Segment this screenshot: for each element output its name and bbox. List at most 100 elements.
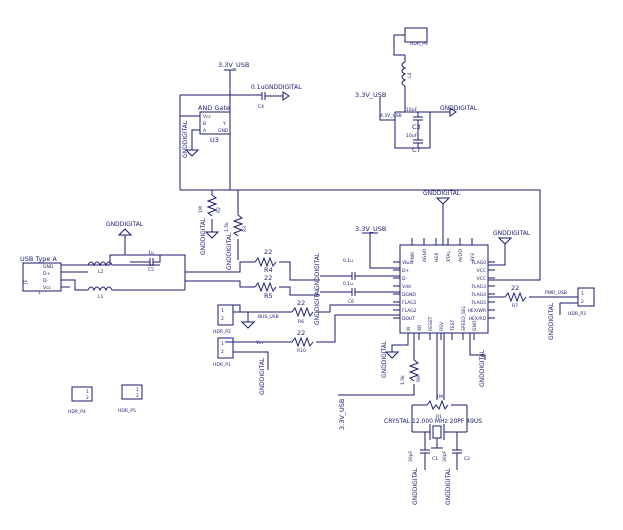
svg-text:L4: L4 [407, 72, 413, 78]
gnd-label-c1: GNDDIGITAL [412, 467, 419, 505]
ic-right-pin-label: FLAG3 [471, 284, 486, 290]
svg-text:L2: L2 [98, 269, 104, 275]
inductor-l4: L4 [401, 61, 413, 87]
svg-text:2: 2 [581, 299, 584, 305]
net-label-pwr-usb: PWR_USB [545, 290, 567, 296]
crystal-y1: CRYSTAL 12.000 MHz 20PF 49US [384, 418, 482, 440]
ic-left-pin-label: Vdd [402, 284, 411, 290]
svg-text:CRYSTAL 12.000 MHz 20PF 49: CRYSTAL 12.000 MHz 20PF 49US [384, 418, 482, 425]
svg-text:1M: 1M [436, 394, 443, 400]
svg-text:C5: C5 [148, 267, 154, 273]
usb-pin-gnd: GND [43, 264, 54, 270]
ic-top-pin-label: 3V3 [470, 253, 476, 262]
ic-left-pin-label: DOUT [402, 316, 415, 322]
resistor-r3: 1.5k R3 [224, 214, 248, 237]
gnd-symbol-c5: GNDDIGITAL [106, 221, 144, 245]
svg-text:R6: R6 [298, 319, 304, 325]
svg-text:C2: C2 [464, 456, 470, 462]
svg-text:2: 2 [221, 349, 224, 355]
svg-text:R10: R10 [297, 348, 306, 354]
svg-text:2: 2 [221, 316, 224, 322]
usb-pin-number: 1 [38, 290, 41, 296]
ic-bottom-pin-label: SPEED_SEL [461, 305, 467, 331]
gnd-label-c2: GNDDIGITAL [445, 467, 452, 505]
svg-text:1.5k: 1.5k [224, 222, 230, 232]
svg-text:HDR_P3: HDR_P3 [568, 311, 586, 317]
resistor-r6: 22 R6 [291, 299, 314, 325]
gnd-label-u3: GNDDIGITAL [182, 120, 189, 158]
resistor-r7: 22 R7 [504, 284, 527, 309]
svg-text:HDR_P1: HDR_P1 [213, 362, 231, 368]
usb-pin-vcc: Vcc [43, 285, 52, 291]
svg-text:1: 1 [221, 341, 224, 347]
svg-text:22: 22 [264, 274, 272, 282]
inductor-l2: L2 [87, 261, 113, 275]
svg-text:1: 1 [581, 291, 584, 297]
ic-bottom-pin-label: XO [417, 324, 423, 331]
gnd-label-r3: GNDDIGITAL [226, 232, 233, 270]
connector-top-right: HDR_P6 [404, 27, 428, 47]
svg-text:HDR_P5: HDR_P5 [118, 408, 136, 414]
ic-right-pin-label: VCC [477, 268, 486, 274]
resistor-r2: 1M R2 [198, 194, 222, 217]
vcc-label-u3: 3.3V_USB [218, 61, 249, 69]
ic-left-pin-label: Vbus [402, 260, 414, 266]
header-hdr-p2: 1 2 HDR_P2 [213, 304, 234, 335]
vcc-label-bottom: 3.3V_USB [338, 399, 346, 430]
gnd-label-reg: GNDDIGITAL [440, 105, 478, 112]
ic-right-pin-label: HEX/RD [469, 316, 487, 322]
svg-text:GNDDIGITAL: GNDDIGITAL [106, 221, 144, 228]
svg-text:R7: R7 [512, 303, 518, 309]
resistor-r10: 22 R10 [291, 329, 314, 354]
gnd-label-ic-right: GNDDIGITAL [493, 230, 531, 237]
usb-pin-dm: D- [43, 278, 48, 284]
gnd-label-p1: GNDDIGITAL [259, 357, 266, 395]
ic-left-pin-label: FLAG1 [402, 300, 417, 306]
ic-top-pin-label: HEX [434, 253, 440, 262]
gnd-label-r4: GNDDIGITAL [314, 252, 321, 290]
resistor-r8: 1.5k R8 [400, 359, 422, 385]
ic-bottom-pin-label: GND [472, 320, 478, 331]
gnd-label-ic-top: GNDDIGITAL [423, 190, 461, 197]
svg-text:22: 22 [297, 329, 305, 337]
ic-bottom-pin-label: RSV [439, 321, 445, 331]
header-hdr-p4: 1 2 HDR_P4 [68, 386, 93, 415]
ic-left-pin-label: FLAG2 [402, 308, 417, 314]
svg-text:2: 2 [86, 395, 89, 401]
svg-text:10uF: 10uF [406, 133, 418, 139]
capacitor-c2: 30pF C2 [442, 449, 470, 462]
svg-text:B: B [203, 121, 206, 127]
net-label-vin: Vin [256, 340, 263, 346]
usb-pin-dp: D+ [43, 271, 50, 277]
ic-top-pin-label: PWR [410, 252, 416, 262]
svg-text:R4: R4 [264, 266, 273, 274]
net-label-bus-usb: BUS_USB [258, 314, 279, 320]
gnd-label-r5: GNDDIGITAL [314, 287, 321, 325]
capacitor-c3: 10uF C3 [406, 107, 423, 131]
svg-text:22: 22 [264, 248, 272, 256]
svg-text:AND Gate: AND Gate [198, 104, 230, 112]
svg-text:HDR_P2: HDR_P2 [213, 329, 231, 335]
svg-text:C7: C7 [412, 146, 421, 154]
vcc-label-ic: 3.3V_USB [355, 225, 386, 233]
svg-text:30pF: 30pF [442, 450, 448, 462]
capacitor-c4: 0.1uGNDDIGITAL C4 [251, 84, 302, 110]
svg-text:22: 22 [511, 284, 519, 292]
svg-text:L1: L1 [98, 294, 104, 300]
svg-text:A: A [203, 128, 207, 134]
ic-left-pin-label: D- [402, 276, 407, 282]
svg-text:0.1u: 0.1u [343, 281, 353, 287]
svg-text:Y: Y [222, 121, 226, 127]
svg-text:U3: U3 [210, 136, 219, 144]
capacitor-c6: 0.1u 0.1u C6 [343, 258, 356, 305]
resistor-r1: 1M R1 [426, 394, 449, 420]
svg-text:0.1u: 0.1u [343, 258, 353, 264]
header-hdr-p1: 1 2 HDR_P1 [213, 337, 234, 368]
svg-text:1.5k: 1.5k [400, 375, 406, 385]
svg-text:HDR_P4: HDR_P4 [68, 409, 86, 415]
svg-text:2: 2 [136, 393, 139, 399]
svg-text:C6: C6 [348, 299, 354, 305]
svg-text:HDR_P6: HDR_P6 [410, 41, 428, 47]
